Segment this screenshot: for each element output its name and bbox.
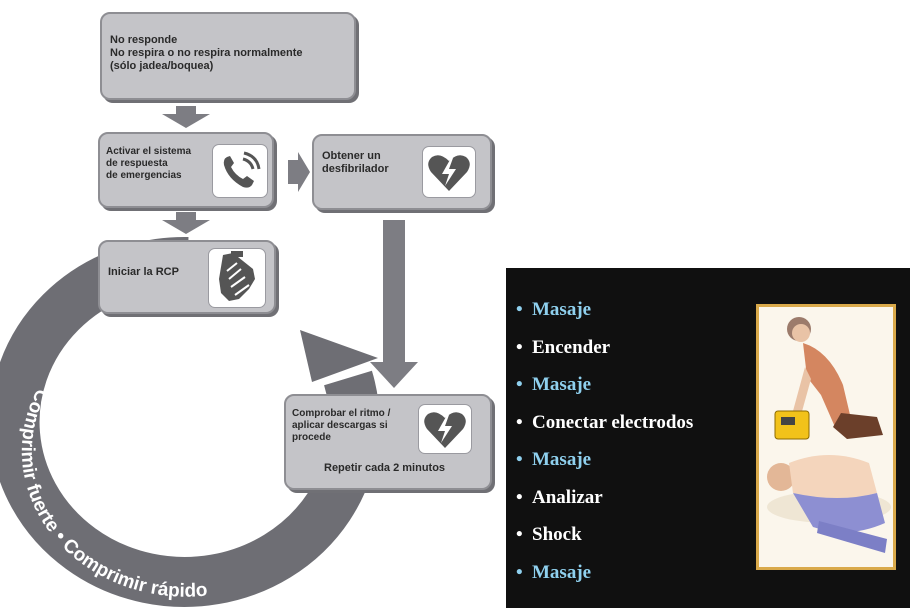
- arrow-down-long: [370, 220, 418, 388]
- bullet-icon: •: [516, 336, 523, 358]
- bullet-icon: •: [516, 486, 523, 508]
- box-activar-emergencias: Activar el sistema de respuesta de emerg…: [98, 132, 274, 208]
- box5-line-1: Comprobar el ritmo /: [292, 408, 391, 419]
- step-label: Masaje: [532, 374, 592, 395]
- box2-line-2: de respuesta: [106, 158, 168, 169]
- step-label: Encender: [532, 336, 611, 358]
- bullet-icon: •: [516, 299, 523, 320]
- arrow-down-1: [162, 106, 210, 128]
- cpr-hands-icon: [208, 248, 266, 308]
- box2-line-3: de emergencias: [106, 170, 182, 181]
- step-item: • Masaje: [516, 373, 693, 411]
- step-label: Shock: [532, 524, 582, 545]
- box3-line-1: Obtener un: [322, 150, 381, 162]
- step-label: Conectar electrodos: [532, 411, 694, 433]
- box3-line-2: desfibrilador: [322, 163, 389, 175]
- ring-arrowhead: [300, 330, 378, 382]
- step-item: • Masaje: [516, 561, 693, 599]
- step-label: Analizar: [532, 486, 603, 508]
- step-label: Masaje: [532, 561, 592, 583]
- arrow-right: [288, 152, 310, 192]
- box5-repeat-text: Repetir cada 2 minutos: [324, 462, 446, 474]
- box1-line-3: (sólo jadea/boquea): [110, 60, 214, 72]
- box5-line-2: aplicar descargas si: [292, 420, 388, 431]
- arrow-down-2: [162, 212, 210, 234]
- box1-line-1: No responde: [110, 34, 178, 46]
- heart-shock-icon-2: [418, 404, 472, 454]
- bullet-icon: •: [516, 524, 523, 545]
- box-obtener-desfibrilador: Obtener un desfibrilador: [312, 134, 492, 210]
- phone-icon: [212, 144, 268, 198]
- cpr-illustration: [756, 304, 896, 570]
- step-item: • Shock: [516, 523, 693, 561]
- box5-line-3: procede: [292, 432, 331, 443]
- heart-shock-icon: [422, 146, 476, 198]
- box4-line-1: Iniciar la RCP: [108, 266, 179, 278]
- bullet-icon: •: [516, 561, 523, 583]
- step-item: • Masaje: [516, 298, 693, 336]
- bullet-icon: •: [516, 411, 523, 433]
- step-item: • Masaje: [516, 448, 693, 486]
- box-comprobar-ritmo: Comprobar el ritmo / aplicar descargas s…: [284, 394, 492, 490]
- box1-line-2: No respira o no respira normalmente: [110, 47, 303, 59]
- step-item: • Analizar: [516, 486, 693, 524]
- step-label: Masaje: [532, 449, 592, 470]
- step-item: • Conectar electrodos: [516, 411, 693, 449]
- steps-list: • Masaje • Encender • Masaje • Conectar electro…: [516, 298, 693, 598]
- cycle-ring: [0, 236, 380, 607]
- box-no-responde: No responde No respira o no respira norm…: [100, 12, 356, 100]
- step-item: • Encender: [516, 336, 693, 374]
- box-iniciar-rcp: Iniciar la RCP: [98, 240, 276, 314]
- rescuer-illustration-icon: [767, 317, 891, 553]
- bullet-icon: •: [516, 449, 523, 470]
- bullet-icon: •: [516, 374, 523, 395]
- box2-line-1: Activar el sistema: [106, 146, 192, 157]
- step-label: Masaje: [532, 299, 592, 320]
